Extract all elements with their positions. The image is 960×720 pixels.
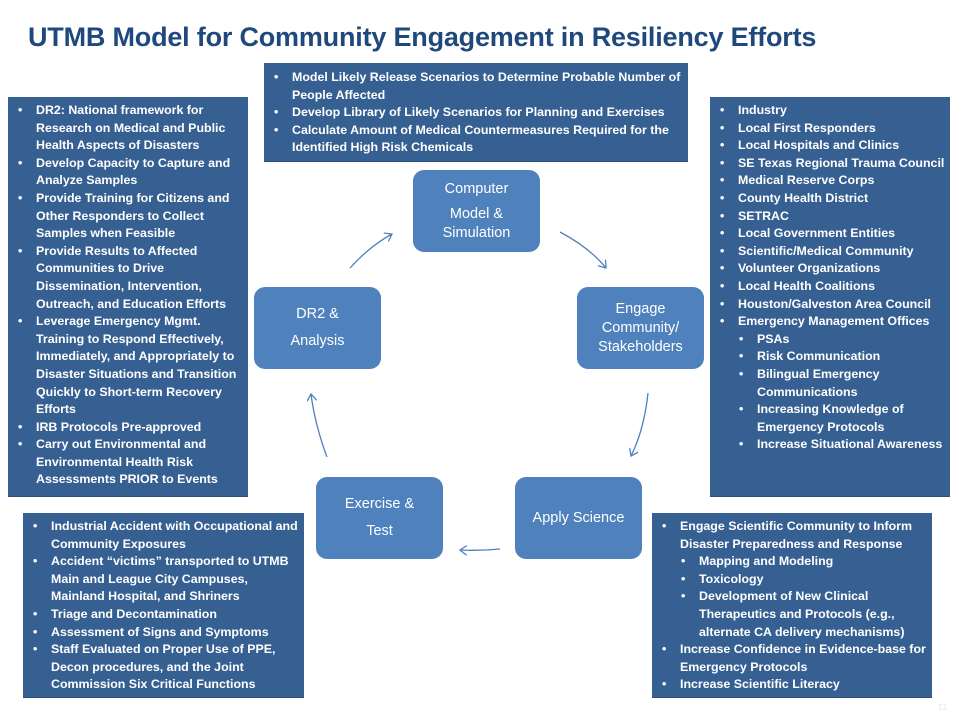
list-item: Calculate Amount of Medical Countermeasu… [264, 122, 684, 157]
list-item: IRB Protocols Pre-approved [8, 419, 246, 437]
list-item: Houston/Galveston Area Council [710, 296, 948, 314]
node-label: Simulation [442, 224, 511, 241]
list-item: County Health District [710, 190, 948, 208]
sub-list-item: Risk Communication [710, 348, 948, 366]
stakeholders-details-box: Industry Local First Responders Local Ho… [710, 97, 950, 497]
node-engage-community: Engage Community/ Stakeholders [577, 287, 704, 369]
list-item: Local First Responders [710, 120, 948, 138]
list-item: Model Likely Release Scenarios to Determ… [264, 69, 684, 104]
list-item: Medical Reserve Corps [710, 172, 948, 190]
list-item: Develop Capacity to Capture and Analyze … [8, 155, 246, 190]
list-item: Industrial Accident with Occupational an… [23, 518, 302, 553]
arrow-exercise-to-dr2 [311, 394, 328, 458]
list-item: DR2: National framework for Research on … [8, 102, 246, 155]
list-item: Triage and Decontamination [23, 606, 302, 624]
node-label: Engage [615, 300, 666, 317]
node-dr2-analysis: DR2 & Analysis [254, 287, 381, 369]
list-item: Develop Library of Likely Scenarios for … [264, 104, 684, 122]
sub-list-item: PSAs [710, 331, 948, 349]
node-exercise-test: Exercise & Test [316, 477, 443, 559]
sub-list-item: Bilingual Emergency Communications [710, 366, 948, 401]
exercise-test-details-box: Industrial Accident with Occupational an… [23, 513, 304, 698]
list-item: Local Government Entities [710, 225, 948, 243]
node-label: Community/ [601, 319, 680, 336]
sub-list-item: Development of New Clinical Therapeutics… [652, 588, 930, 641]
list-item: Increase Scientific Literacy [652, 676, 930, 694]
list-item: Local Health Coalitions [710, 278, 948, 296]
sub-list-item: Mapping and Modeling [652, 553, 930, 571]
list-item: Accident “victims” transported to UTMB M… [23, 553, 302, 606]
list-item: Local Hospitals and Clinics [710, 137, 948, 155]
list-item: Emergency Management Offices [710, 313, 948, 331]
list-item: Increase Confidence in Evidence-base for… [652, 641, 930, 676]
arrow-apply-to-exercise [460, 549, 501, 550]
sub-list-item: Increasing Knowledge of Emergency Protoc… [710, 401, 948, 436]
arrow-engage-to-apply [631, 392, 649, 456]
node-label: DR2 & [296, 306, 339, 322]
list-item: Staff Evaluated on Proper Use of PPE, De… [23, 641, 302, 694]
list-item: SETRAC [710, 208, 948, 226]
list-item: SE Texas Regional Trauma Council [710, 155, 948, 173]
list-item: Industry [710, 102, 948, 120]
list-item: Volunteer Organizations [710, 260, 948, 278]
node-computer-model-simulation: Computer Model & Simulation [413, 170, 540, 252]
node-label: Exercise & [344, 496, 415, 512]
list-item: Assessment of Signs and Symptoms [23, 624, 302, 642]
node-label: Test [366, 523, 393, 539]
list-item: Engage Scientific Community to Inform Di… [652, 518, 930, 553]
node-label: Stakeholders [598, 338, 683, 355]
list-item: Leverage Emergency Mgmt. Training to Res… [8, 313, 246, 419]
sub-list-item: Increase Situational Awareness [710, 436, 948, 454]
list-item: Provide Training for Citizens and Other … [8, 190, 246, 243]
node-label: Analysis [290, 333, 345, 349]
arrow-dr2-to-computer [349, 234, 392, 269]
list-item: Carry out Environmental and Environmenta… [8, 436, 246, 489]
list-item: Scientific/Medical Community [710, 243, 948, 261]
sub-list-item: Toxicology [652, 571, 930, 589]
node-apply-science: Apply Science [515, 477, 642, 559]
computer-model-details-box: Model Likely Release Scenarios to Determ… [264, 63, 688, 162]
list-item: Provide Results to Affected Communities … [8, 243, 246, 313]
slide-number: 11 [938, 702, 948, 712]
arrow-computer-to-engage [559, 231, 606, 268]
node-label: Model & [449, 205, 504, 222]
slide-title: UTMB Model for Community Engagement in R… [28, 22, 817, 52]
node-label: Apply Science [532, 509, 625, 526]
apply-science-details-box: Engage Scientific Community to Inform Di… [652, 513, 932, 698]
node-label: Computer [444, 180, 509, 197]
dr2-analysis-details-box: DR2: National framework for Research on … [8, 97, 248, 497]
